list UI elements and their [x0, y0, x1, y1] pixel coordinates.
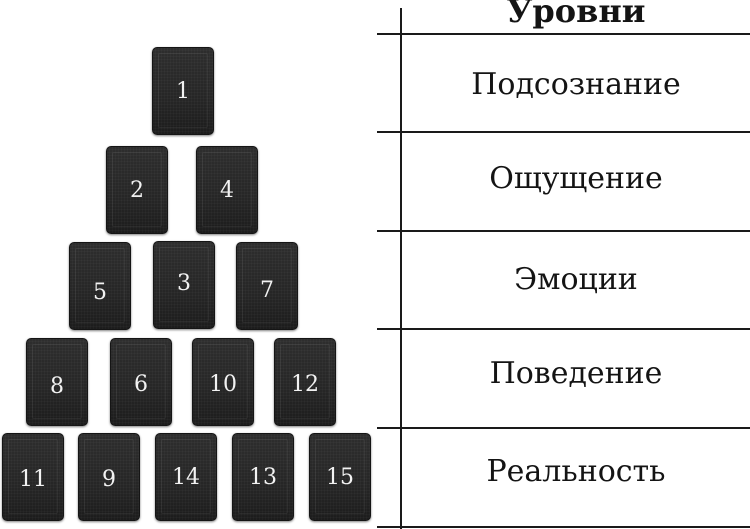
- level-label-behavior: Поведение: [489, 356, 663, 391]
- card-7[interactable]: 7: [236, 242, 298, 330]
- card-13[interactable]: 13: [232, 433, 294, 521]
- card-6[interactable]: 6: [110, 338, 172, 426]
- card-number: 9: [102, 466, 116, 492]
- card-9[interactable]: 9: [78, 433, 140, 521]
- level-label-emotions: Эмоции: [514, 262, 638, 297]
- card-15[interactable]: 15: [309, 433, 371, 521]
- card-1[interactable]: 1: [152, 47, 214, 135]
- card-number: 8: [50, 373, 64, 399]
- card-number: 5: [93, 279, 107, 305]
- row-divider: [377, 427, 750, 429]
- card-11[interactable]: 11: [2, 433, 64, 521]
- card-8[interactable]: 8: [26, 338, 88, 426]
- card-number: 10: [209, 371, 237, 397]
- card-12[interactable]: 12: [274, 338, 336, 426]
- level-label-sensation: Ощущение: [489, 161, 663, 196]
- card-number: 11: [19, 466, 47, 492]
- card-number: 4: [220, 177, 234, 203]
- row-divider: [377, 230, 750, 232]
- card-number: 13: [249, 464, 277, 490]
- level-label-subconscious: Подсознание: [471, 67, 681, 102]
- table-vertical-divider: [400, 8, 402, 529]
- card-number: 14: [172, 464, 200, 490]
- card-2[interactable]: 2: [106, 146, 168, 234]
- row-divider: [377, 526, 750, 528]
- level-label-reality: Реальность: [486, 454, 666, 489]
- card-5[interactable]: 5: [69, 242, 131, 330]
- row-divider: [377, 33, 750, 35]
- card-4[interactable]: 4: [196, 146, 258, 234]
- card-number: 1: [176, 78, 190, 104]
- card-number: 6: [134, 371, 148, 397]
- table-header: Уровни: [506, 0, 646, 30]
- row-divider: [377, 328, 750, 330]
- card-10[interactable]: 10: [192, 338, 254, 426]
- card-14[interactable]: 14: [155, 433, 217, 521]
- card-number: 7: [260, 277, 274, 303]
- card-number: 3: [177, 270, 191, 296]
- card-3[interactable]: 3: [153, 241, 215, 329]
- card-number: 2: [130, 177, 144, 203]
- card-number: 15: [326, 464, 354, 490]
- card-number: 12: [291, 371, 319, 397]
- row-divider: [377, 131, 750, 133]
